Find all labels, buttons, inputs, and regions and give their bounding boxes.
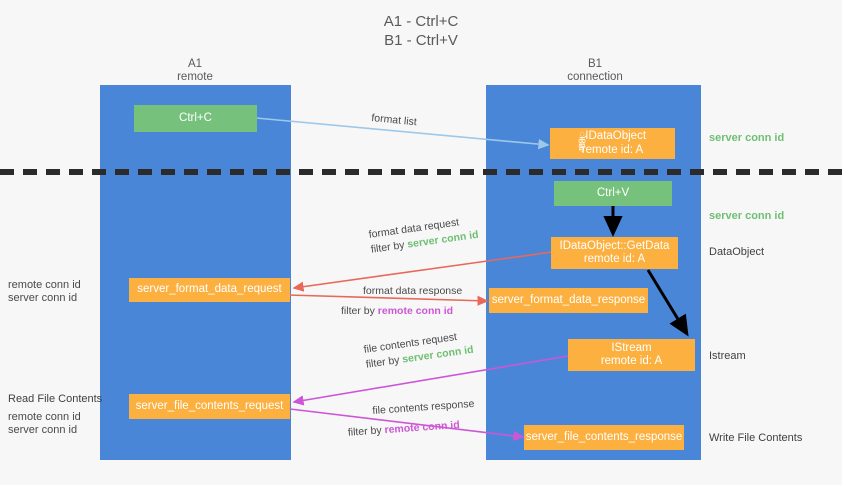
filter-prefix: filter by [341,305,378,317]
box-server-file-contents-response-label: server_file_contents_response [525,430,683,443]
box-idataobject[interactable]: ྪྦྷIDataObject remote id: A [550,128,675,159]
note-conn-ids-low: remote conn id server conn id [8,411,81,437]
edge-label-file-contents-response-text: file contents response [372,397,475,417]
box-server-format-data-response-label: server_format_data_response [491,293,646,306]
edge-label-format-list-text: format list [370,112,418,129]
note-server-conn-id-mid-left: server conn id [8,292,78,304]
note-server-conn-id-low: server conn id [8,424,78,436]
edge-label-format-data-response-filter: filter by remote conn id [341,305,462,317]
diagram-title: A1 - Ctrl+C B1 - Ctrl+V [0,12,842,50]
column-header-a1: A1 remote [130,58,260,84]
box-ctrl-c[interactable]: Ctrl+C [134,105,257,132]
box-getdata-line2: remote id: A [583,253,646,265]
box-server-file-contents-request-label: server_file_contents_request [135,399,284,412]
filter-value-remote-conn-id: remote conn id [384,418,461,437]
box-idataobject-line1: ྪྦྷIDataObject [578,130,647,142]
edge-label-format-data-response: format data response filter by remote co… [341,285,463,317]
note-conn-ids-mid: remote conn id server conn id [8,279,81,305]
column-b1-name: B1 [587,58,603,70]
note-dataobject-text: DataObject [709,246,765,258]
column-a1-name: A1 [187,58,203,70]
note-dataobject: DataObject [709,246,764,259]
edge-label-format-data-request: format data request filter by server con… [368,214,479,256]
box-server-format-data-response[interactable]: server_format_data_response [489,288,648,313]
column-header-b1: B1 connection [530,58,660,84]
box-istream[interactable]: IStream remote id: A [568,339,695,371]
note-read-file-contents-text: Read File Contents [8,393,103,405]
edge-label-format-list: format list [371,112,417,128]
box-server-file-contents-response[interactable]: server_file_contents_response [524,425,684,450]
box-server-format-data-request-label: server_format_data_request [137,283,282,296]
note-server-conn-id-top-text: server conn id [709,132,785,144]
column-b1-sub: connection [567,71,623,83]
box-ctrl-c-label: Ctrl+C [179,111,212,124]
edge-label-file-contents-response: file contents response filter by remote … [347,397,476,439]
box-server-file-contents-request[interactable]: server_file_contents_request [129,394,290,419]
box-ctrl-v-label: Ctrl+V [596,186,630,199]
filter-prefix: filter by [370,238,409,256]
note-remote-conn-id-low: remote conn id [8,411,81,423]
box-istream-line2: remote id: A [600,355,663,367]
title-line-2: B1 - Ctrl+V [384,32,458,49]
edge-label-format-data-response-text: format data response [363,285,463,297]
box-idataobject-getdata[interactable]: IDataObject::GetData remote id: A [551,237,678,269]
note-server-conn-id-top: server conn id [709,132,784,145]
box-getdata-line1: IDataObject::GetData [559,239,670,252]
note-read-file-contents: Read File Contents [8,393,102,406]
column-a1-sub: remote [177,71,213,83]
note-server-conn-id-mid: server conn id [709,210,784,223]
box-ctrl-v[interactable]: Ctrl+V [554,181,672,206]
note-write-file-contents: Write File Contents [709,432,802,445]
edge-label-file-contents-request: file contents request filter by server c… [363,329,474,371]
box-istream-line1: IStream [611,341,652,354]
note-istream-text: Istream [709,350,746,362]
box-server-format-data-request[interactable]: server_format_data_request [129,278,290,302]
edge-label-file-contents-response-filter: filter by remote conn id [347,418,476,439]
note-remote-conn-id-mid: remote conn id [8,279,81,291]
note-istream: Istream [709,350,746,363]
note-server-conn-id-mid-text: server conn id [709,210,785,222]
box-idataobject-line2: remote id: A [581,143,644,156]
filter-prefix: filter by [365,353,404,371]
title-line-1: A1 - Ctrl+C [383,13,459,30]
filter-prefix: filter by [347,424,385,439]
note-write-file-contents-text: Write File Contents [709,432,803,444]
filter-value-remote-conn-id: remote conn id [377,305,454,317]
